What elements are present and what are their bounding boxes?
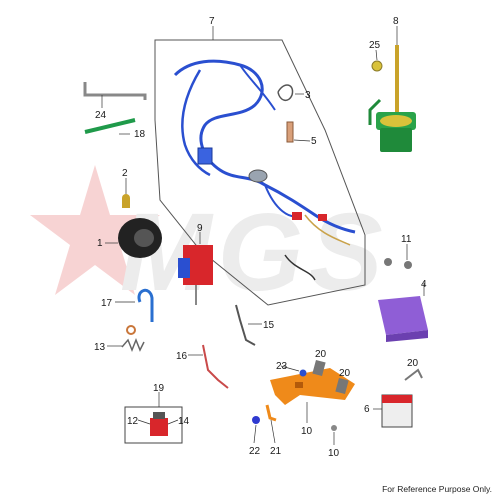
part-25-bolt[interactable] bbox=[371, 60, 383, 72]
callout-18: 18 bbox=[134, 129, 146, 140]
watermark: MGS bbox=[30, 165, 389, 314]
part-4-battery-tray[interactable] bbox=[378, 296, 428, 342]
callout-1: 1 bbox=[97, 238, 103, 249]
part-5-fuse[interactable] bbox=[286, 121, 294, 143]
part-10-bracket[interactable] bbox=[270, 368, 355, 405]
callout-2: 2 bbox=[122, 168, 128, 179]
callout-labels: 7 8 25 3 5 24 18 2 1 9 11 4 17 13 15 16 … bbox=[94, 16, 427, 459]
harness-outline bbox=[154, 39, 366, 306]
part-18-strap[interactable] bbox=[84, 118, 136, 134]
callout-23: 23 bbox=[276, 361, 288, 372]
callout-20-b: 20 bbox=[339, 368, 351, 379]
part-11-bolt-b[interactable] bbox=[404, 261, 412, 269]
part-19-relay-top bbox=[153, 412, 165, 419]
watermark-star bbox=[30, 165, 160, 295]
part-19-relay[interactable] bbox=[150, 418, 168, 436]
harness-branch-5 bbox=[284, 254, 316, 281]
callout-16: 16 bbox=[176, 351, 188, 362]
callout-10-b: 10 bbox=[328, 448, 340, 459]
callout-10-a: 10 bbox=[301, 426, 313, 437]
callout-7: 7 bbox=[209, 16, 215, 27]
callout-21: 21 bbox=[270, 446, 282, 457]
part-24-bracket[interactable] bbox=[83, 82, 147, 100]
callout-12: 12 bbox=[127, 416, 139, 427]
part-13-spring[interactable] bbox=[121, 337, 145, 353]
callout-4: 4 bbox=[421, 279, 427, 290]
part-20-strap-c[interactable] bbox=[404, 368, 423, 381]
part-6-battery[interactable] bbox=[381, 394, 413, 428]
footer-disclaimer: For Reference Purpose Only. bbox=[382, 484, 492, 494]
part-21-clip[interactable] bbox=[265, 404, 277, 422]
callout-22: 22 bbox=[249, 446, 261, 457]
harness-connector-red bbox=[292, 212, 302, 220]
watermark-text: MGS bbox=[120, 191, 389, 314]
leader-lines bbox=[101, 26, 425, 445]
part-10-nut[interactable] bbox=[331, 425, 337, 431]
part-20-pad-a[interactable] bbox=[312, 359, 326, 377]
callout-5: 5 bbox=[311, 136, 317, 147]
callout-20-a: 20 bbox=[315, 349, 327, 360]
part-9-relay[interactable] bbox=[178, 245, 213, 305]
callout-14: 14 bbox=[178, 416, 190, 427]
callout-6: 6 bbox=[364, 404, 370, 415]
callout-8: 8 bbox=[393, 16, 399, 27]
part-19-frame bbox=[124, 406, 183, 444]
callout-11: 11 bbox=[401, 234, 412, 245]
part-16-cable[interactable] bbox=[202, 344, 229, 389]
part-22-screw[interactable] bbox=[252, 416, 260, 424]
harness-group bbox=[154, 39, 366, 306]
harness-branch-1 bbox=[181, 69, 211, 177]
callout-24: 24 bbox=[95, 110, 107, 121]
part-23-nut[interactable] bbox=[299, 369, 307, 377]
callout-15: 15 bbox=[263, 320, 275, 331]
harness-branch-4 bbox=[304, 214, 351, 246]
part-11-bolt-a[interactable] bbox=[384, 258, 392, 266]
harness-branch-2 bbox=[239, 64, 276, 111]
callout-13: 13 bbox=[94, 342, 106, 353]
part-17-cable[interactable] bbox=[137, 288, 154, 322]
harness-connector-left bbox=[197, 147, 213, 165]
part-8-assembly[interactable] bbox=[368, 45, 416, 152]
part-15-cable[interactable] bbox=[235, 304, 256, 346]
part-2-nut[interactable] bbox=[122, 194, 130, 202]
callout-17: 17 bbox=[101, 298, 113, 309]
part-3-wire-clip[interactable] bbox=[277, 84, 294, 101]
part-1-horn[interactable] bbox=[118, 198, 162, 258]
part-13-washer[interactable] bbox=[126, 325, 136, 335]
callout-9: 9 bbox=[197, 223, 203, 234]
harness-connector-red-2 bbox=[318, 214, 327, 221]
callout-3: 3 bbox=[305, 90, 311, 101]
callout-19: 19 bbox=[153, 383, 165, 394]
harness-coil bbox=[248, 169, 268, 183]
callout-25: 25 bbox=[369, 40, 381, 51]
callout-20-c: 20 bbox=[407, 358, 419, 369]
part-20-pad-b[interactable] bbox=[335, 377, 349, 395]
